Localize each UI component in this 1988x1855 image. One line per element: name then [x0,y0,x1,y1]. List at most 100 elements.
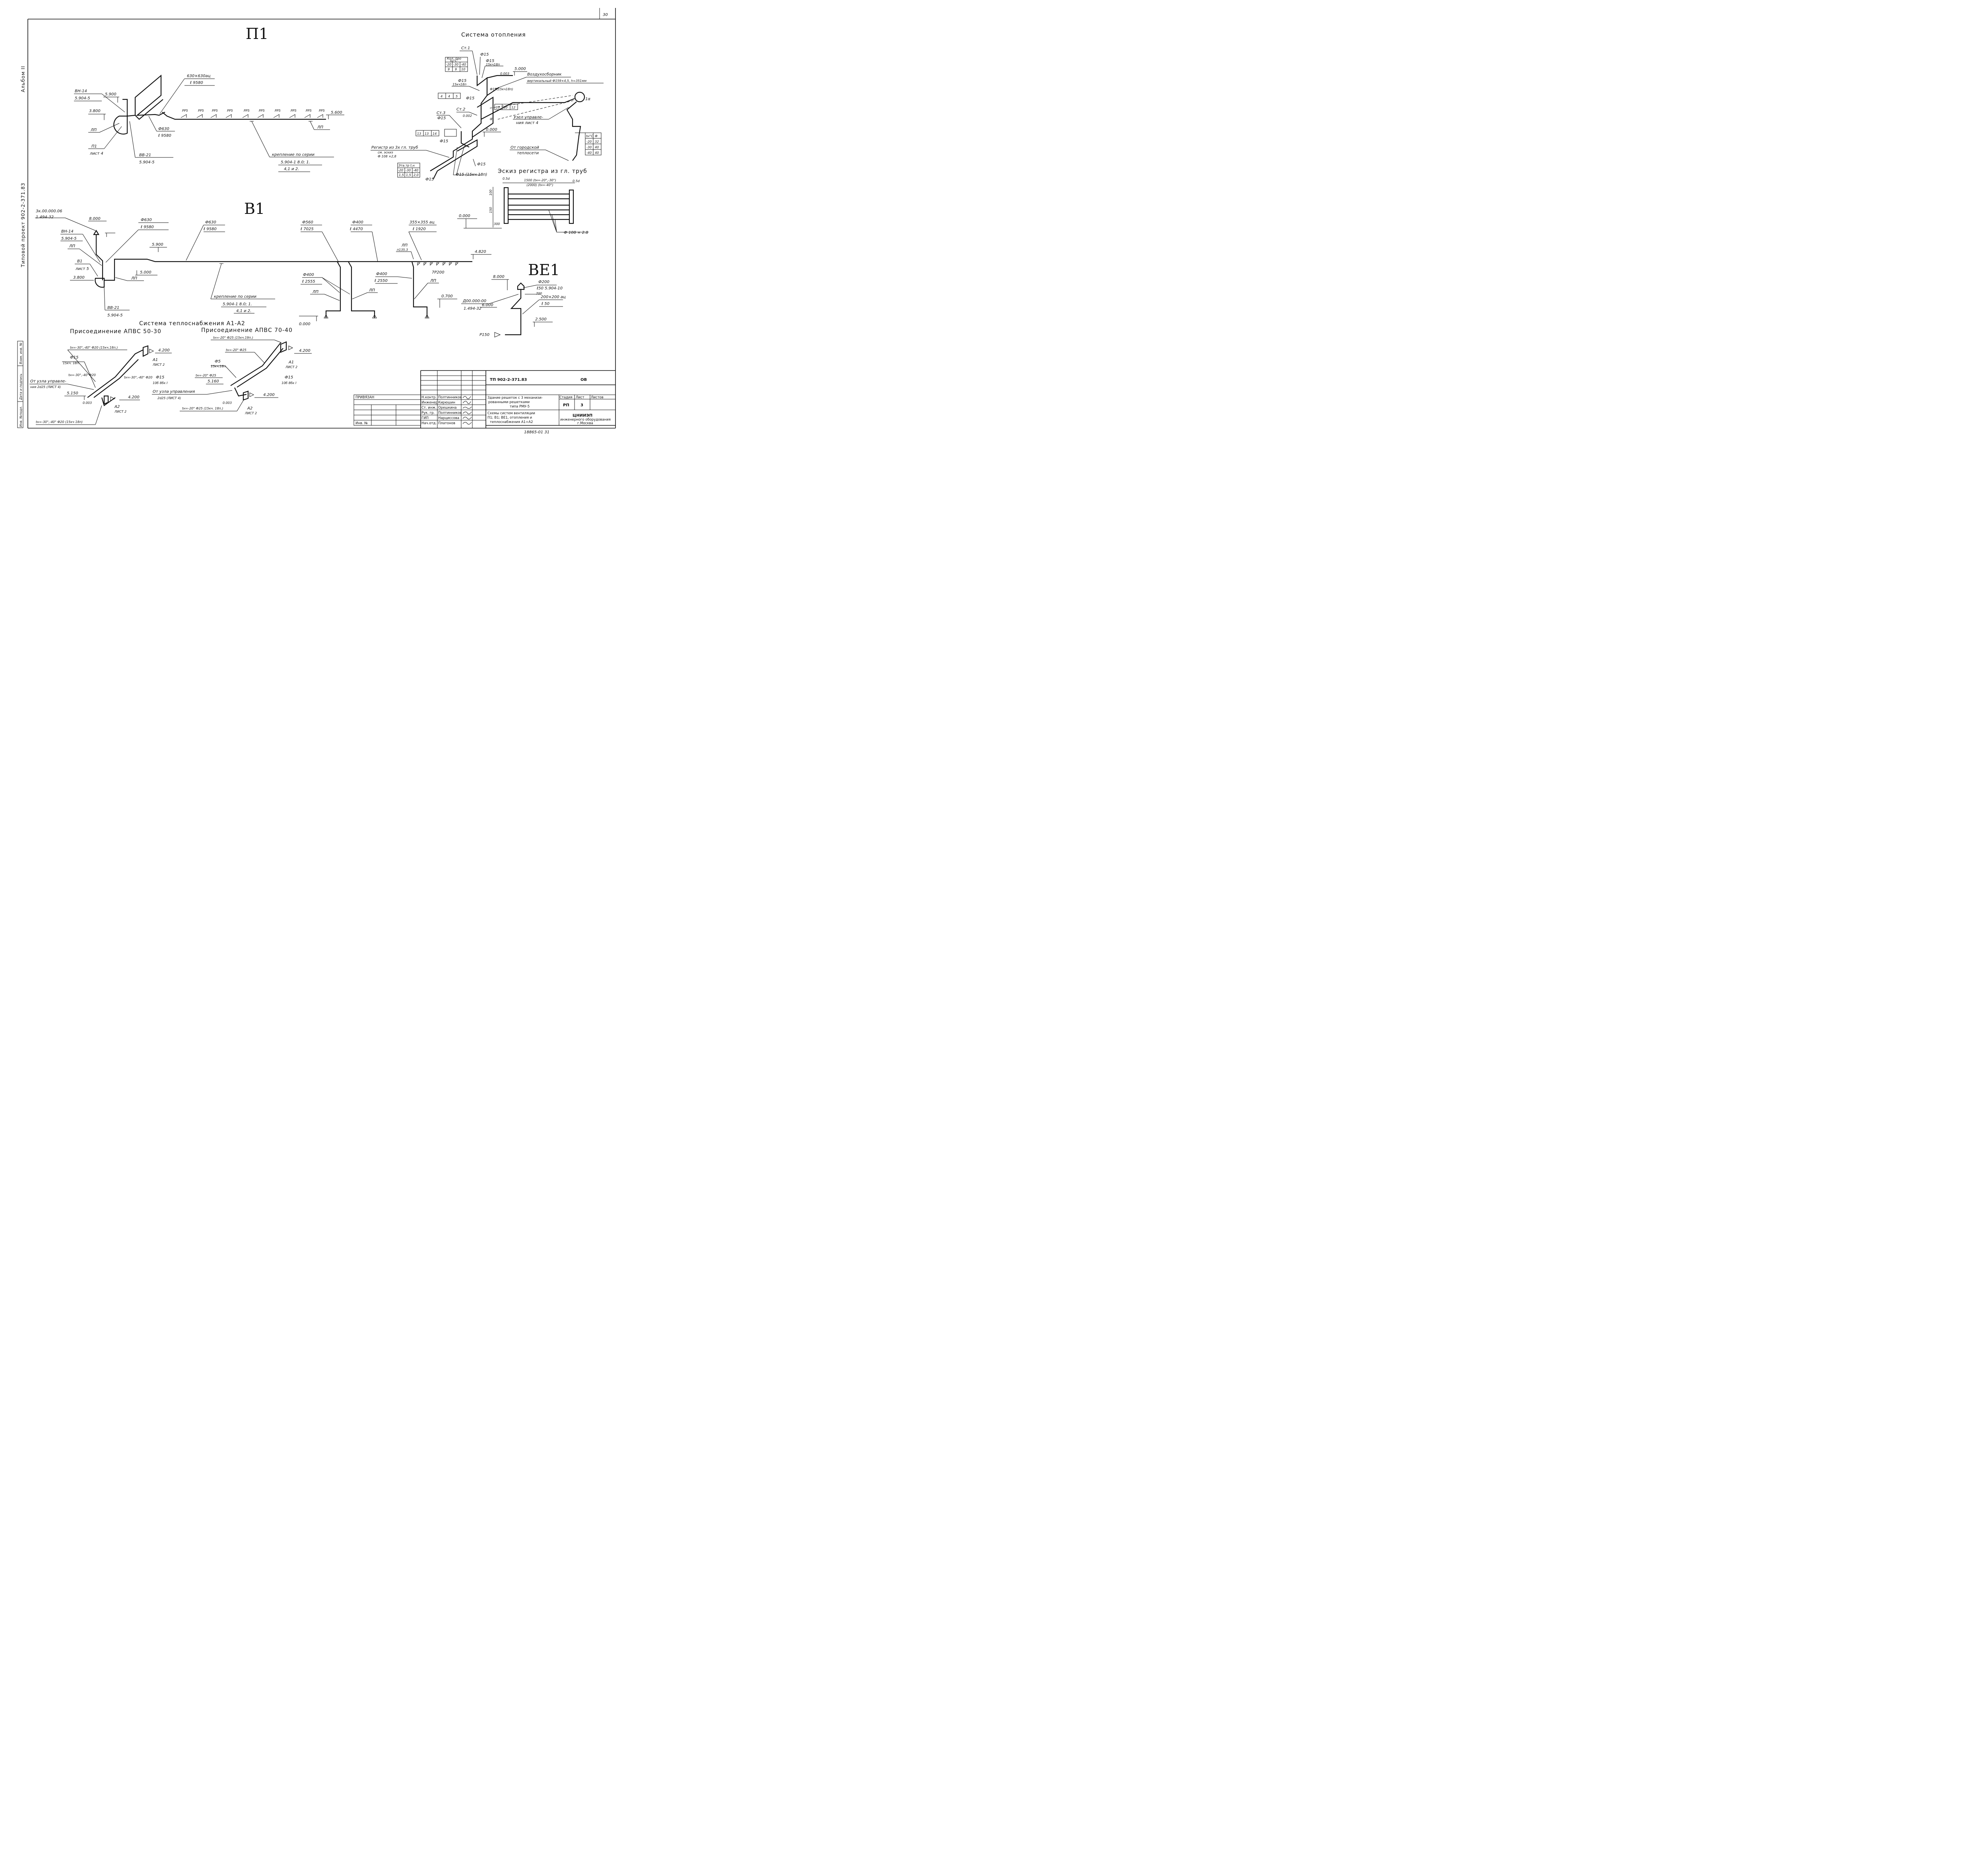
b1-d630b: Ф630 [205,220,216,225]
heating-tbl2-r1-0: -20 [398,169,403,172]
heating-tbl3-r2-1: 40 [595,151,599,155]
stamp-name-0: Полтинников [438,396,462,400]
b1-duct355: 355×355 ац [410,220,435,225]
b1-grilles: 7Р200 [432,270,444,275]
stamp-drawing-2: теплоснабжения А1÷А2 [490,420,533,424]
b1-lp: ЛП [69,244,76,248]
register-pipe: Ф 108 × 2.8 [564,231,588,235]
hs-a-a1: А1 [152,358,158,362]
p1-lp2: ЛП [317,125,324,130]
stamp-building-1: рованными решетками [488,400,530,404]
heating-d15d: Ф15(15кч18п) [490,87,513,91]
heating-tbl2-r2-0: 1,5 [399,173,404,177]
signature [462,406,472,409]
b1-el-4820: 4.820 [475,250,486,254]
stamp-list-h: Лист [576,396,584,400]
b1-mount: крепление по серии [214,295,256,299]
stamp-role-2: Ст. инж. [421,406,437,410]
heating-tbl1-r2-0: 9 [448,68,450,71]
heating-reg-ref: см. эскиз [378,151,393,154]
system-be1: 8.000 Ф200 ℓ50 5.904-10 700 Д00.000-00 1… [461,275,566,338]
heating-node: Узел управле- [514,115,544,120]
stamp-role-5: Нач.отд. [421,421,437,425]
stamp-code: ТП 902-2-371.83 [490,378,527,382]
heating-tbl1-r1-1: -30 [453,63,458,66]
hs-a-a2: А2 [114,405,120,409]
p1-vv21: ВВ-21 [139,153,151,157]
heating-el-5000: 5.000 [514,67,526,71]
hs-a-d15: Ф15 [70,355,78,360]
hs-a-list2: ЛИСТ 2 [152,363,165,367]
title-register: Эскиз регистра из гл. труб [498,168,587,175]
register-d05b: 0.5d [573,179,580,183]
b1-mount-series2: 4,1 и 2. [236,309,251,313]
register-len2: (2000) (tн=-40°) [526,183,553,187]
p1-vv21-series: 5.904-5 [139,160,155,165]
heating-tbl3-r2-0: -40 [586,151,592,155]
heating-d15a: Ф15 [480,52,489,57]
hs-a-5150: 5.150 [67,391,78,396]
stamp-name-3: Полтинников [438,411,462,415]
heating-st2: Ст.2 [456,107,465,112]
hs-b-5160: 5.160 [208,379,219,384]
b1-l2555: ℓ 2555 [302,279,315,284]
hs-a-d15v: 15кч. 18п. [63,361,80,365]
heat-supply-a: tн=-30°,-40° Ф20 (15кч.18п.) Ф15 15кч. 1… [29,345,172,425]
b1-ref-sheet: лист 5 [75,267,89,271]
heating-box3-2: 14 [433,132,437,136]
stamp-stage-h: Стадия [559,396,573,400]
hs-a-list2b: ЛИСТ 2 [114,410,126,413]
be1-el-8000: 8.000 [493,275,505,279]
stamp-inv: Инв. № [355,421,368,425]
p1-pp5-4: РР5 [227,109,233,113]
b1-bn14: ВН-14 [61,229,74,234]
b1-l9580a: ℓ 9580 [141,225,154,229]
heating-tbl2-h: Эта.тр t.н [398,164,415,167]
stamp-privyazan: ПРИВЯЗАН [355,396,374,400]
b1-ref: 3к.00.000.06 [36,209,62,213]
strip-date: Дата и подпись [19,374,23,400]
b1-d400a: Ф400 [303,273,314,277]
stamp-org: ЦНИИЭП [573,413,592,418]
p1-el-5900: 5.900 [105,92,116,97]
p1-pp5-5: РР5 [244,109,250,113]
heating-slope: 0.003 [500,72,509,76]
heating-tbl2-r1-1: -30 [406,169,411,172]
hs-a-4200a: 4.200 [158,348,170,353]
be1-duct: 200×200 ац [541,295,566,299]
register-h300: 300 [494,222,500,226]
b1-el-0000: 0.000 [299,322,311,326]
be1-ref: Д00.000-00 [462,299,486,303]
system-p1: РР5 РР5 РР5 РР5 РР5 РР5 РР5 РР5 РР5 РР5 … [74,74,344,172]
heating-alpha: α [490,117,493,121]
be1-d200: Ф200 [538,280,549,284]
be1-el-2500: 2.500 [535,317,547,322]
heating-box1-1: 4 [448,95,450,98]
stamp-role-3: Рук. гр. [421,411,435,415]
heating-d15h: Ф15 (15кч 18п) [456,173,487,177]
be1-l50: ℓ50 5.904-10 [537,286,563,291]
heating-node-a: 1α [585,97,590,101]
p1-mount-series2: 4,1 и 2. [284,167,299,171]
hs-b-slope: 0.003 [223,401,232,405]
sheet-frame [27,8,616,429]
stamp-archive: 18865-01 31 [524,430,549,435]
p1-d630: Ф630 [158,127,169,131]
register-h100: 100 [489,190,493,196]
b1-el-5000: 5.000 [140,270,151,275]
hs-a-4200b: 4.200 [128,395,140,400]
p1-ref: П1 [91,144,97,149]
b1-ref-b1: В1 [77,259,82,264]
system-heating: Ст.1 Ф15 Ф15 15кч18п Кол. про tн°C -20 -… [371,46,604,182]
heating-d15c-valve: 15кч18п [452,83,466,86]
heating-tbl1-r2-1: 9 [455,68,457,71]
heating-st3-d: Ф15 [437,116,446,120]
hs-a-t1: tн=-30°,-40° Ф20 (15кч.18п.) [70,346,118,349]
be1-l50b: ℓ 50 [542,302,549,306]
heating-box3-0: 13 [417,132,421,136]
heating-tbl3-r0-0: -20 [586,140,592,144]
heating-tbl2-r1-2: -40 [413,169,418,172]
heating-slope2: 0.002 [463,114,472,118]
heating-tbl3-r1-1: 40 [595,146,599,149]
hs-b-d15: Ф15 [285,375,293,380]
